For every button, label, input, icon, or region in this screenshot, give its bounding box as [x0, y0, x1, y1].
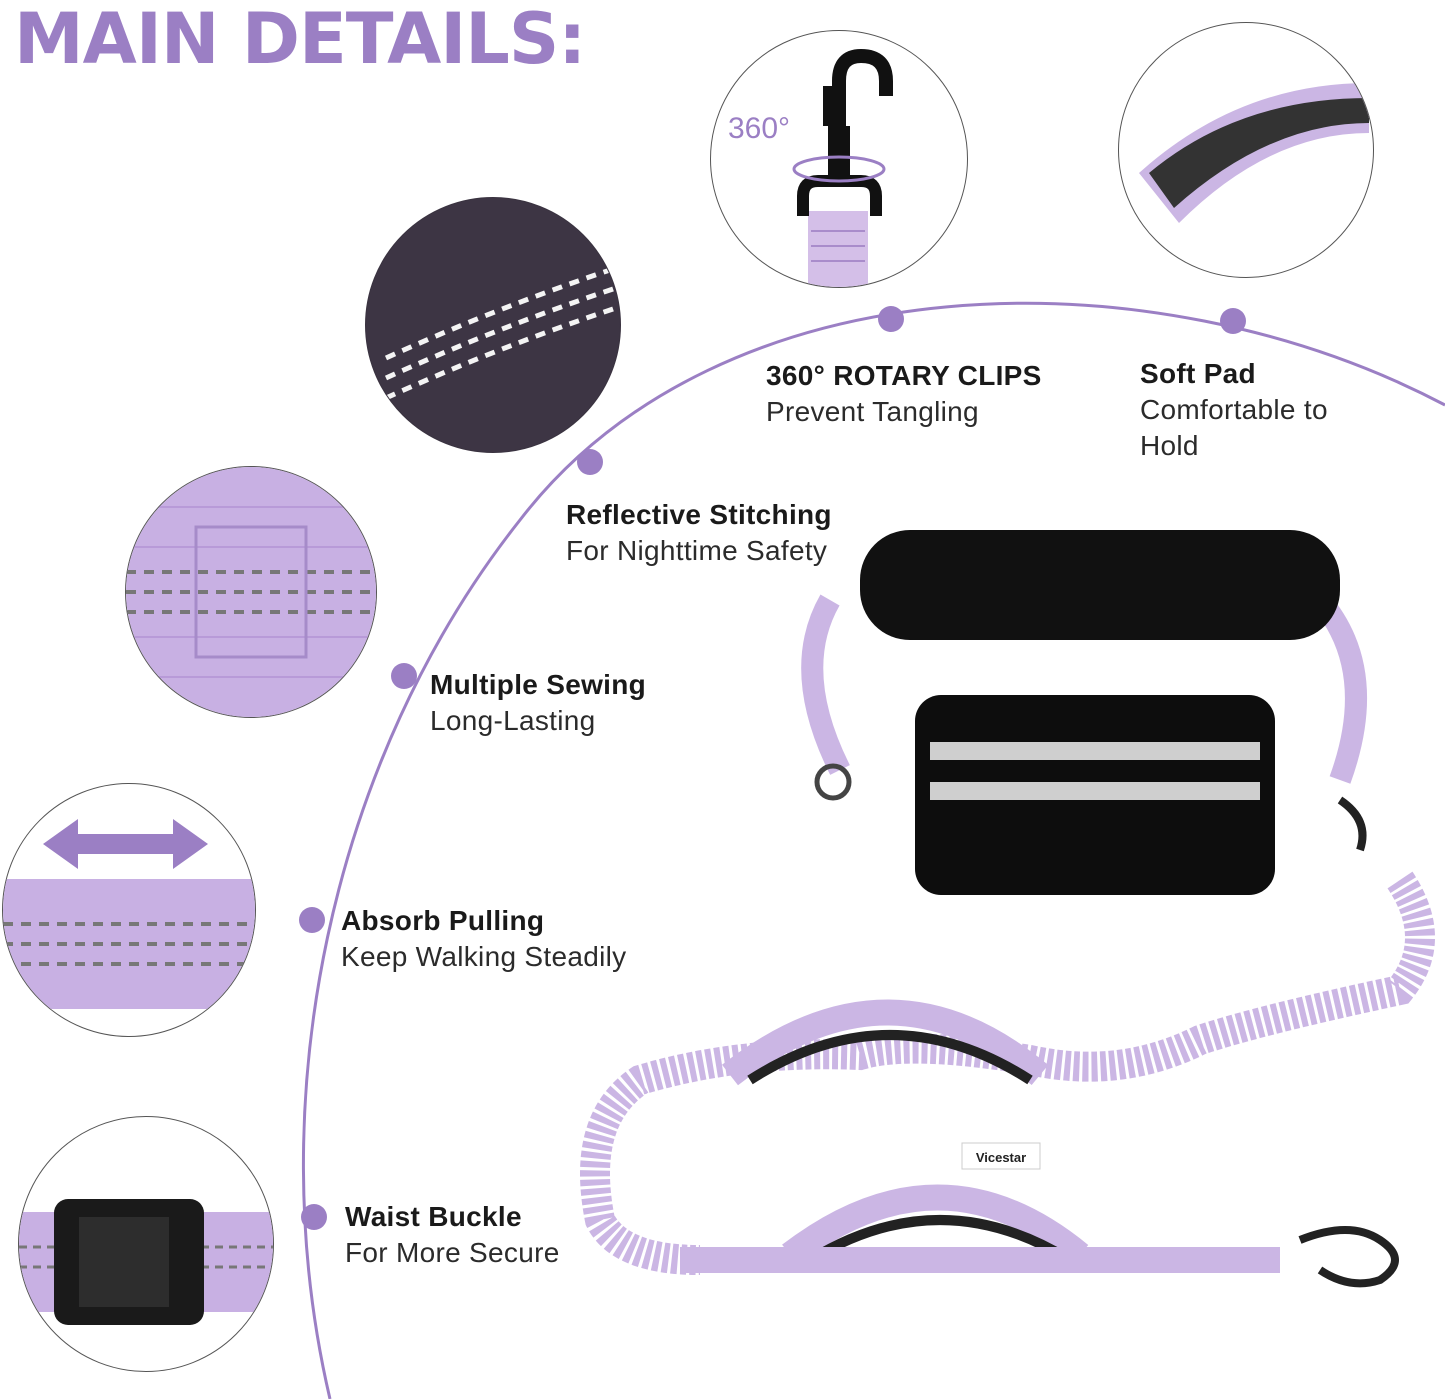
- rotation-label: 360°: [728, 112, 791, 145]
- feature-subtext: Hold: [1140, 430, 1199, 461]
- sewing-icon: [126, 467, 376, 717]
- feature-heading: Absorb Pulling: [341, 905, 545, 936]
- absorb-pulling-image: [2, 783, 256, 1037]
- feature-subtext: Prevent Tangling: [766, 396, 979, 427]
- feature-subtext: For Nighttime Safety: [566, 535, 828, 566]
- feature-reflective-stitching: Reflective Stitching For Nighttime Safet…: [566, 497, 832, 569]
- buckle-icon: [19, 1199, 273, 1325]
- feature-heading: Waist Buckle: [345, 1201, 522, 1232]
- feature-heading: 360° ROTARY CLIPS: [766, 360, 1042, 391]
- feature-soft-pad: Soft Pad Comfortable to Hold: [1140, 356, 1328, 464]
- rotary-clip-icon: [792, 48, 893, 287]
- timeline-dot-reflective: [577, 449, 603, 475]
- waist-buckle-image: [18, 1116, 274, 1372]
- feature-waist-buckle: Waist Buckle For More Secure: [345, 1199, 560, 1271]
- multiple-sewing-image: [125, 466, 377, 718]
- reflective-stitching-image: [365, 197, 621, 453]
- timeline-dot-sewing: [391, 663, 417, 689]
- soft-pad-icon: [1139, 83, 1369, 223]
- feature-heading: Soft Pad: [1140, 358, 1256, 389]
- feature-subtext: Long-Lasting: [430, 705, 596, 736]
- rotary-clip-image: [710, 30, 968, 288]
- feature-rotary-clips: 360° ROTARY CLIPS Prevent Tangling: [766, 358, 1042, 430]
- brand-tag-text: Vicestar: [976, 1150, 1026, 1165]
- reflective-stitch-icon: [366, 198, 620, 452]
- timeline-dot-buckle: [301, 1204, 327, 1230]
- timeline-dot-rotary: [878, 306, 904, 332]
- feature-multiple-sewing: Multiple Sewing Long-Lasting: [430, 667, 646, 739]
- feature-subtext: For More Secure: [345, 1237, 560, 1268]
- feature-subtext: Comfortable to: [1140, 394, 1328, 425]
- page-title: MAIN DETAILS:: [14, 0, 586, 80]
- brand-tag: [961, 1142, 1041, 1170]
- feature-absorb-pulling: Absorb Pulling Keep Walking Steadily: [341, 903, 626, 975]
- waist-pad: [860, 530, 1340, 640]
- feature-heading: Multiple Sewing: [430, 669, 647, 700]
- feature-heading: Reflective Stitching: [566, 499, 832, 530]
- stretch-arrow-icon: [3, 819, 255, 1009]
- feature-subtext: Keep Walking Steadily: [341, 941, 627, 972]
- timeline-dot-soft-pad: [1220, 308, 1246, 334]
- timeline-dot-absorb: [299, 907, 325, 933]
- soft-pad-image: [1118, 22, 1374, 278]
- leash-product-image: Vicestar: [580, 530, 1435, 1288]
